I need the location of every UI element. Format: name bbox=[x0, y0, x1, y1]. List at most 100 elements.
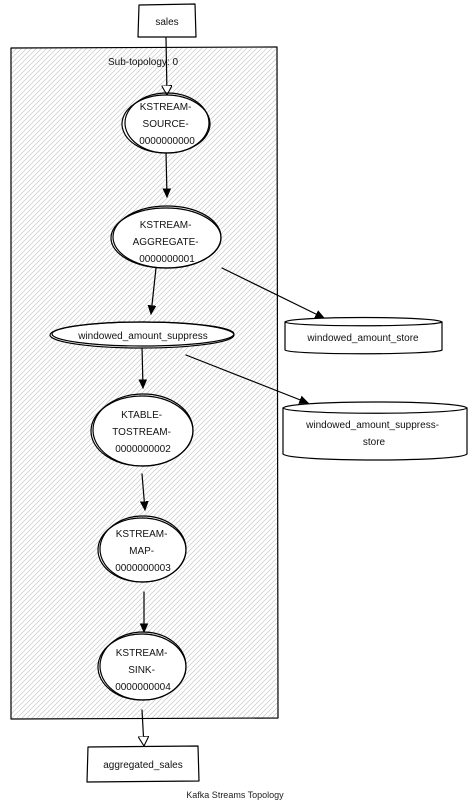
hatch-line bbox=[11, 292, 277, 560]
store-windowed-amount-store[interactable]: windowed_amount_store bbox=[284, 316, 443, 355]
hatch-line bbox=[31, 472, 277, 718]
hatch-line bbox=[241, 682, 277, 718]
hatch-line bbox=[261, 702, 277, 718]
node-windowed-amount-suppress[interactable]: windowed_amount_suppress bbox=[49, 321, 235, 349]
node-kstream-aggregate[interactable]: KSTREAM- AGGREGATE- 0000000001 bbox=[110, 205, 222, 269]
hatch-line bbox=[36, 477, 277, 718]
hatch-line bbox=[11, 382, 277, 650]
node-ktable-tostream[interactable]: KTABLE- TOSTREAM- 0000000002 bbox=[90, 393, 194, 467]
hatch-line bbox=[16, 457, 277, 718]
hatch-line bbox=[11, 257, 277, 525]
node-kstream-sink[interactable]: KSTREAM- SINK- 0000000004 bbox=[97, 631, 187, 701]
hatch-line bbox=[11, 48, 213, 250]
hatch-line bbox=[11, 412, 277, 680]
hatch-line bbox=[21, 462, 277, 718]
hatch-line bbox=[11, 252, 277, 520]
hatch-line bbox=[11, 427, 277, 695]
hatch-line bbox=[196, 637, 277, 718]
edge-source-to-aggregate bbox=[166, 151, 167, 197]
store-suppress-label: windowed_amount_suppress- store bbox=[305, 420, 442, 448]
hatch-line bbox=[11, 302, 277, 570]
hatch-line bbox=[11, 337, 277, 605]
hatch-line bbox=[11, 197, 277, 465]
hatch-line bbox=[11, 48, 18, 55]
hatch-line bbox=[206, 647, 277, 718]
hatch-line bbox=[96, 537, 277, 718]
node-kstream-source[interactable]: KSTREAM- SOURCE- 0000000000 bbox=[121, 92, 211, 154]
hatch-line bbox=[11, 387, 277, 655]
hatch-line bbox=[11, 442, 277, 710]
hatch-line bbox=[11, 192, 277, 460]
edges bbox=[142, 37, 324, 746]
node-aggregate-label: KSTREAM- AGGREGATE- 0000000001 bbox=[133, 220, 202, 265]
hatch-line bbox=[11, 48, 173, 210]
hatch-line bbox=[11, 282, 277, 550]
hatch-line bbox=[11, 272, 277, 540]
hatch-line bbox=[11, 307, 277, 575]
hatch-line bbox=[11, 377, 277, 645]
input-topic-sales[interactable]: sales bbox=[137, 3, 197, 38]
hatch-line bbox=[286, 19, 469, 719]
hatch-line bbox=[11, 48, 28, 65]
hatch-line bbox=[51, 492, 277, 718]
hatch-line bbox=[11, 227, 277, 495]
hatch-line bbox=[11, 277, 277, 545]
hatch-line bbox=[11, 48, 23, 60]
hatch-line bbox=[116, 557, 277, 718]
hatch-line bbox=[11, 117, 277, 385]
node-totostream-label: KTABLE- TOSTREAM- 0000000002 bbox=[112, 410, 174, 455]
hatch-line bbox=[11, 407, 277, 675]
edge-sales-to-source bbox=[166, 37, 167, 95]
hatch-line bbox=[296, 19, 469, 719]
hatch-line bbox=[11, 48, 143, 180]
node-suppress-label: windowed_amount_suppress bbox=[77, 331, 208, 342]
hatch-line bbox=[11, 267, 277, 535]
hatch-line bbox=[11, 137, 277, 405]
store-windowed-amount-suppress-store[interactable]: windowed_amount_suppress- store bbox=[282, 401, 468, 461]
input-topic-label: sales bbox=[155, 17, 178, 28]
hatch-line bbox=[11, 48, 203, 240]
hatch-line bbox=[121, 562, 277, 718]
hatch-line bbox=[0, 19, 16, 719]
hatch-line bbox=[11, 352, 277, 620]
hatch-line bbox=[106, 547, 277, 718]
hatch-line bbox=[11, 207, 277, 475]
hatch-line bbox=[226, 667, 277, 718]
hatch-line bbox=[11, 48, 68, 105]
hatch-line bbox=[11, 48, 93, 130]
hatch-line bbox=[11, 312, 277, 580]
hatch-line bbox=[11, 97, 277, 365]
hatch-line bbox=[11, 357, 277, 625]
hatch-line bbox=[11, 287, 277, 555]
hatch-line bbox=[11, 48, 163, 200]
hatch-line bbox=[76, 517, 277, 718]
hatch-line bbox=[11, 48, 63, 100]
hatch-line bbox=[0, 19, 26, 719]
hatch-line bbox=[11, 48, 183, 220]
hatch-line bbox=[216, 657, 277, 718]
hatch-line bbox=[11, 48, 158, 195]
output-topic-aggregated-sales[interactable]: aggregated_sales bbox=[86, 745, 200, 783]
hatch-line bbox=[11, 167, 277, 435]
edge-aggregate-to-suppress bbox=[151, 267, 157, 314]
hatch-line bbox=[146, 587, 277, 718]
hatch-line bbox=[11, 342, 277, 610]
hatch-line bbox=[11, 177, 277, 445]
hatch-line bbox=[11, 48, 198, 235]
node-kstream-map[interactable]: KSTREAM- MAP- 0000000003 bbox=[97, 515, 187, 583]
hatch-line bbox=[46, 487, 277, 718]
hatch-line bbox=[11, 397, 277, 665]
node-source-label: KSTREAM- SOURCE- 0000000000 bbox=[139, 102, 195, 147]
hatch-line bbox=[11, 77, 277, 345]
hatch-line bbox=[71, 512, 277, 718]
hatch-line bbox=[11, 48, 178, 215]
hatch-line bbox=[131, 572, 277, 718]
hatch-line bbox=[156, 597, 277, 718]
hatch-line bbox=[61, 502, 277, 718]
hatch-line bbox=[181, 622, 277, 718]
hatch-line bbox=[11, 242, 277, 510]
hatch-line bbox=[0, 19, 11, 719]
hatch-line bbox=[81, 522, 277, 718]
hatch-line bbox=[271, 712, 277, 718]
